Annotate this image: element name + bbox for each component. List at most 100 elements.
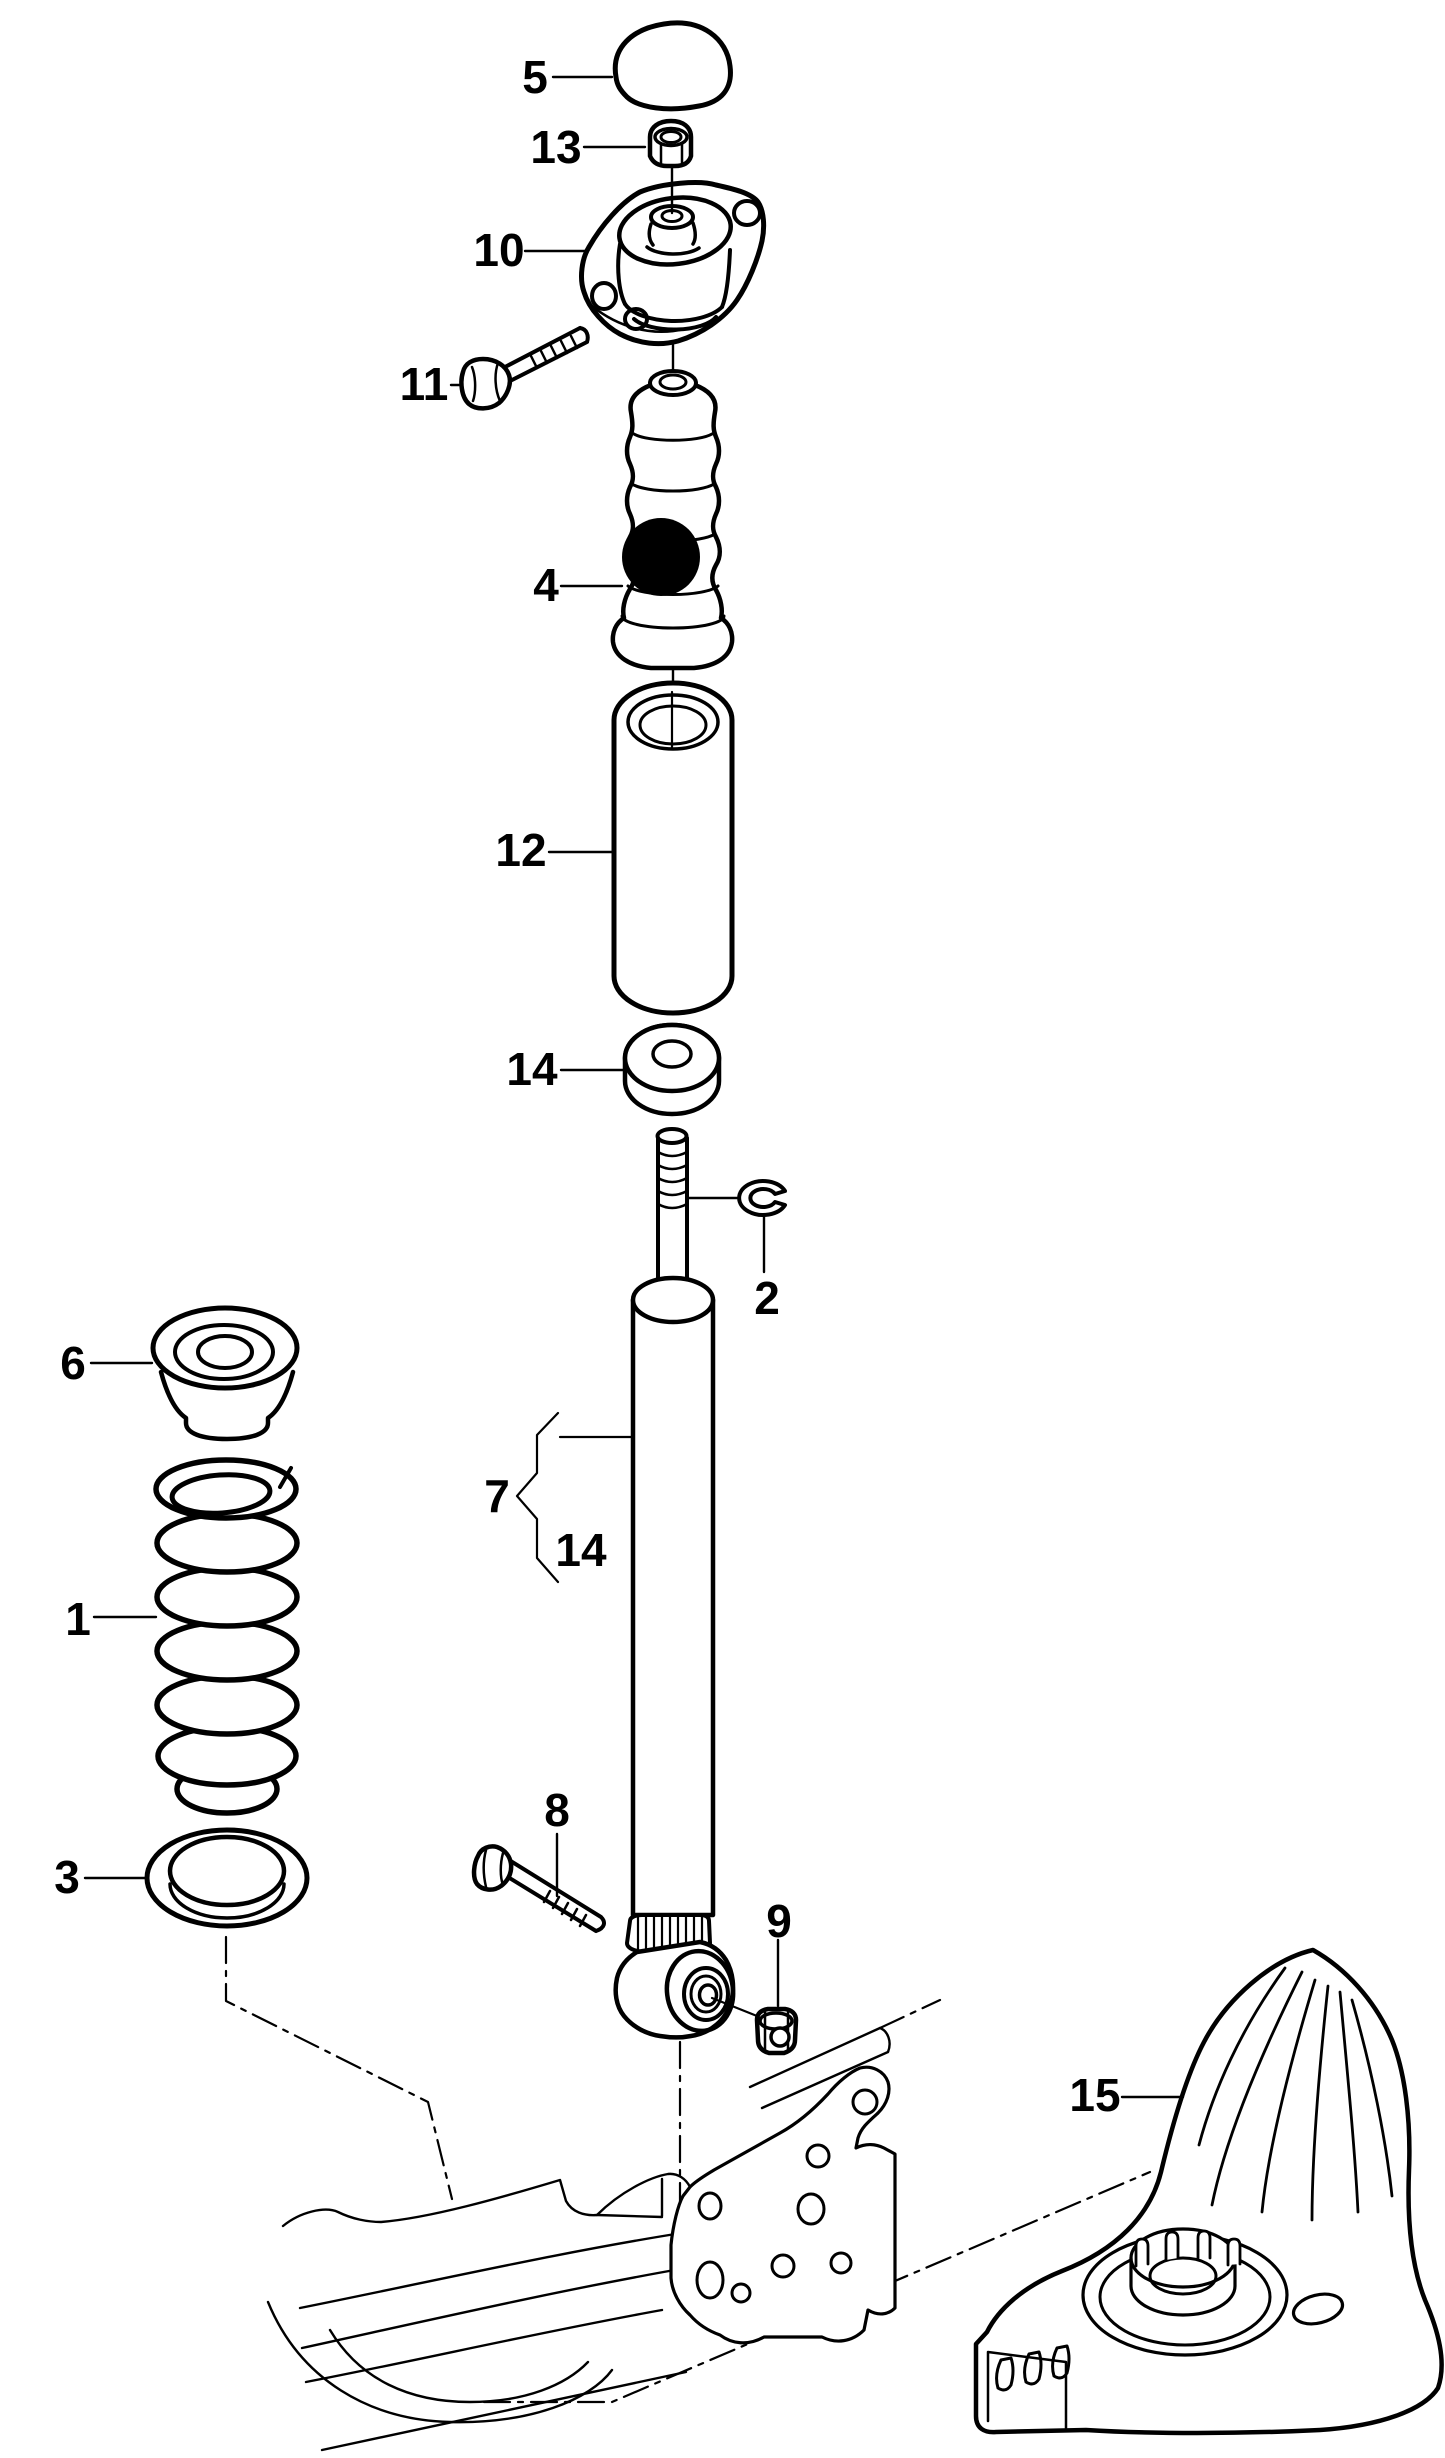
bushing-bottom-arcs: [623, 302, 724, 332]
seat-hole: [196, 1334, 254, 1370]
cap-part-5: [612, 20, 733, 112]
ring-inner: [167, 1834, 287, 1908]
beam-top-edge: [281, 2178, 599, 2228]
castellation: [1226, 2237, 1242, 2267]
highlight-dot: [622, 518, 700, 596]
bracket-hole: [695, 2260, 725, 2300]
callout-11: 11: [400, 358, 449, 410]
circlip-shape: [737, 1179, 787, 1217]
leader-line-9a: [710, 1996, 764, 2020]
shock-absorber-part-7: [613, 1275, 736, 2040]
shock-top-face: [630, 1275, 716, 1325]
mount-ear-hole: [732, 199, 762, 227]
cover-ribs: [1197, 1966, 1394, 2222]
bolt-head: [471, 1844, 514, 1892]
cover-part-15: [973, 1947, 1444, 2436]
bolt-part-11: [459, 326, 590, 411]
callout-7: 7: [484, 1470, 510, 1522]
bump-pad-hump: [595, 2172, 692, 2219]
nut-part-13: [647, 118, 694, 169]
ref-line-from-ring3: [224, 1935, 454, 2201]
castellation: [1196, 2229, 1212, 2261]
eye-bushing-inner: [689, 1974, 723, 2014]
bracket-hole: [770, 2253, 796, 2279]
reference-lines: [224, 1935, 1152, 2404]
cover-cone: [973, 1947, 1444, 2436]
bolt-part-8: [471, 1844, 606, 1933]
callout-15: 15: [1069, 2069, 1120, 2121]
bump-stop-part-4: [610, 369, 735, 671]
bolt-shaft: [501, 1858, 606, 1933]
eye-bore: [697, 1983, 719, 2007]
callout-6: 6: [60, 1337, 86, 1389]
hub-drum-arcs: [266, 2300, 614, 2424]
callout-labels: 5 13 10 11 4 12 14 2 6 1 3 7 14 8 9 15: [54, 51, 1120, 2121]
beam-lines: [298, 2230, 690, 2452]
callout-3: 3: [54, 1851, 80, 1903]
cap-outline: [612, 20, 733, 112]
bracket-hole: [730, 2282, 752, 2304]
mount-bolt-hole: [590, 281, 618, 311]
nut-facets: [659, 141, 684, 167]
collar-castellations: [1134, 2229, 1242, 2268]
collar-bore: [1148, 2256, 1218, 2296]
ref-line-to-cover: [482, 2170, 1152, 2404]
nut-part-9: [754, 2006, 799, 2056]
callout-10: 10: [473, 224, 524, 276]
coil: [154, 1673, 300, 1737]
callout-13: 13: [530, 121, 581, 173]
bracket-hole: [805, 2143, 831, 2169]
collar-ribs: [636, 1915, 704, 1953]
seat-ring-part-3: [144, 1827, 310, 1929]
spacer-ring-part-14: [622, 1022, 722, 1117]
callout-1: 1: [65, 1593, 91, 1645]
coil-spiral-top: [169, 1472, 273, 1516]
rail-stub: [748, 2026, 891, 2110]
rod-top: [655, 1127, 689, 1145]
bracket-holes: [695, 2088, 879, 2304]
shock-body: [630, 1297, 716, 1918]
coil: [154, 1565, 300, 1629]
bracket-hole: [829, 2251, 853, 2275]
leader-2: [687, 1196, 766, 1274]
castellation: [1134, 2237, 1150, 2268]
bushing-body-sides: [616, 242, 732, 309]
callout-9: 9: [766, 1895, 792, 1947]
strut-mount-part-10: [579, 180, 767, 347]
bracket-hole: [796, 2192, 826, 2226]
cover-tab-slots: [995, 2344, 1071, 2392]
callout-4: 4: [533, 559, 559, 611]
protective-tube-part-12: [611, 680, 735, 1016]
bolt-head-facets: [470, 361, 502, 403]
callout-2: 2: [754, 1272, 780, 1324]
castellation: [1164, 2230, 1180, 2262]
callout-12: 12: [495, 824, 546, 876]
seat-ring: [173, 1323, 275, 1381]
callout-14a: 14: [506, 1043, 558, 1095]
bolt-head-facets: [482, 1848, 505, 1889]
nut-bore: [659, 130, 683, 144]
leader-7-brace: [515, 1411, 634, 1584]
bushing-post-neck: [645, 221, 701, 256]
leader-lines: [83, 75, 1185, 2099]
ring-depth-arc: [168, 1882, 286, 1920]
bolt-threads: [542, 1889, 588, 1928]
callout-14b: 14: [555, 1524, 607, 1576]
bracket-hole: [851, 2088, 879, 2116]
axle-assembly: [266, 2026, 897, 2452]
coil-spring-part-1: [153, 1457, 300, 1816]
piston-rod: [655, 1127, 689, 1286]
ring-top-face: [622, 1022, 722, 1094]
rod-threads: [656, 1150, 689, 1210]
ring-bore: [651, 1039, 693, 1069]
coil-wire-end: [278, 1466, 293, 1489]
circlip-part-2: [737, 1179, 787, 1217]
bracket-hole: [697, 2191, 723, 2221]
bolt-head: [459, 356, 513, 411]
rod-sides: [656, 1136, 689, 1286]
coil: [154, 1619, 300, 1683]
bolt-threads: [529, 334, 579, 370]
base-oval-hole: [1291, 2292, 1345, 2326]
